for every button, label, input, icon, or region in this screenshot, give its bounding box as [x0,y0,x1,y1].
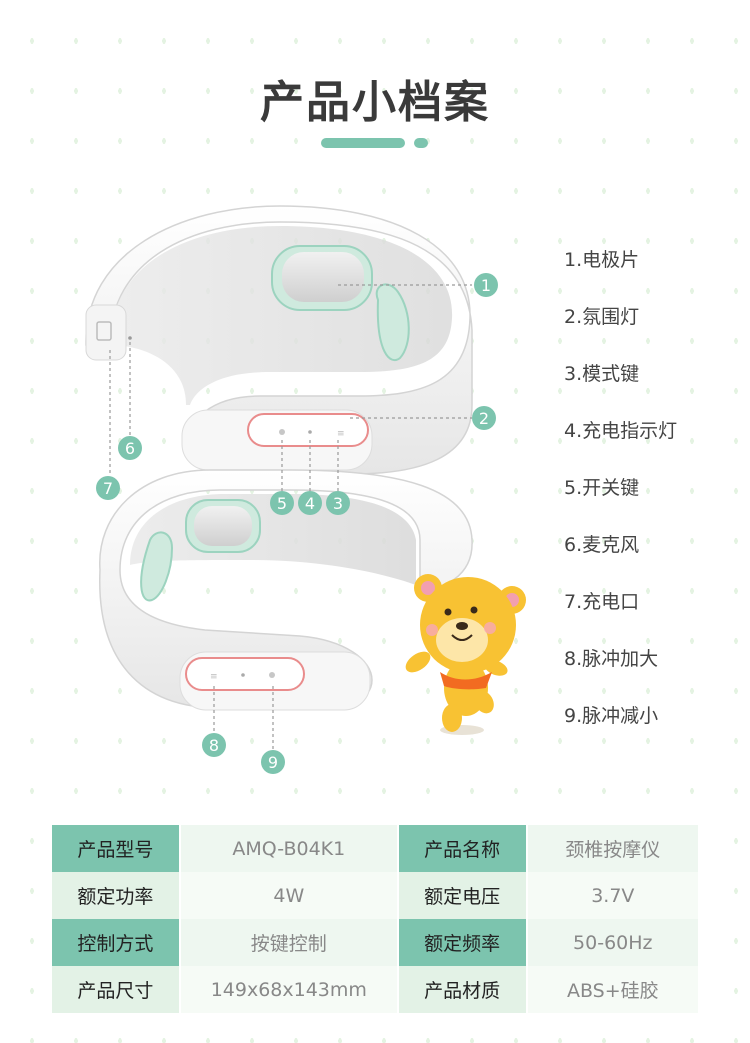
svg-text:≡: ≡ [210,672,218,682]
callout-2: 2 [472,406,496,430]
bear-mascot [405,574,526,735]
callout-5: 5 [270,491,294,515]
title-underline [321,138,405,148]
callout-3: 3 [326,491,350,515]
spec-value: 按键控制 [180,919,399,966]
callout-badges: 1 2 3 4 5 6 7 8 9 [96,273,498,774]
product-illustration: ≡ ≡ [85,205,526,774]
callout-4: 4 [298,491,322,515]
spec-row: 额定功率 4W 额定电压 3.7V [52,872,698,919]
spec-key: 产品名称 [398,825,528,872]
label-microphone: 6.麦克风 [564,534,640,556]
label-pulse-increase: 8.脉冲加大 [564,648,659,670]
spec-key: 控制方式 [52,919,181,966]
spec-key: 额定电压 [398,872,528,919]
callout-9: 9 [261,750,285,774]
spec-value: 3.7V [527,872,698,919]
label-power-key: 5.开关键 [564,477,640,499]
spec-row: 产品尺寸 149x68x143mm 产品材质 ABS+硅胶 [52,966,698,1013]
svg-text:5: 5 [277,494,287,513]
callout-8: 8 [202,733,226,757]
spec-value: 4W [180,872,399,919]
top-massager: ≡ [85,205,473,475]
svg-text:2: 2 [479,409,489,428]
title-underline-dot [414,138,428,148]
svg-text:4: 4 [305,494,315,513]
spec-key: 额定频率 [398,919,528,966]
label-electrode-pad: 1.电极片 [564,249,640,271]
svg-text:8: 8 [209,736,219,755]
spec-key: 额定功率 [52,872,181,919]
callout-6: 6 [118,436,142,460]
bottom-massager: ≡ [99,469,473,711]
spec-value: ABS+硅胶 [527,966,698,1013]
spec-row: 产品型号 AMQ-B04K1 产品名称 颈椎按摩仪 [52,825,698,872]
svg-text:≡: ≡ [337,429,345,439]
label-mode-key: 3.模式键 [564,363,640,385]
label-charge-port: 7.充电口 [564,591,640,613]
callout-7: 7 [96,476,120,500]
spec-key: 产品型号 [52,825,181,872]
svg-text:7: 7 [103,479,113,498]
svg-text:1: 1 [481,276,491,295]
spec-row: 控制方式 按键控制 额定频率 50-60Hz [52,919,698,966]
spec-value: 149x68x143mm [180,966,399,1013]
page-title: 产品小档案 [260,77,490,128]
spec-key: 产品材质 [398,966,528,1013]
svg-text:6: 6 [125,439,135,458]
spec-table: 产品型号 AMQ-B04K1 产品名称 颈椎按摩仪 额定功率 4W 额定电压 3… [52,825,698,1013]
feature-label-list: 1.电极片 2.氛围灯 3.模式键 4.充电指示灯 5.开关键 6.麦克风 7.… [564,246,677,759]
svg-text:9: 9 [268,753,278,772]
spec-value: 50-60Hz [527,919,698,966]
callout-1: 1 [474,273,498,297]
spec-value: 颈椎按摩仪 [527,825,698,872]
spec-value: AMQ-B04K1 [180,825,399,872]
svg-text:3: 3 [333,494,343,513]
label-ambient-light: 2.氛围灯 [564,306,640,328]
label-pulse-decrease: 9.脉冲减小 [564,705,659,727]
leader-lines [109,284,472,750]
label-charge-indicator: 4.充电指示灯 [564,420,678,442]
spec-key: 产品尺寸 [52,966,181,1013]
